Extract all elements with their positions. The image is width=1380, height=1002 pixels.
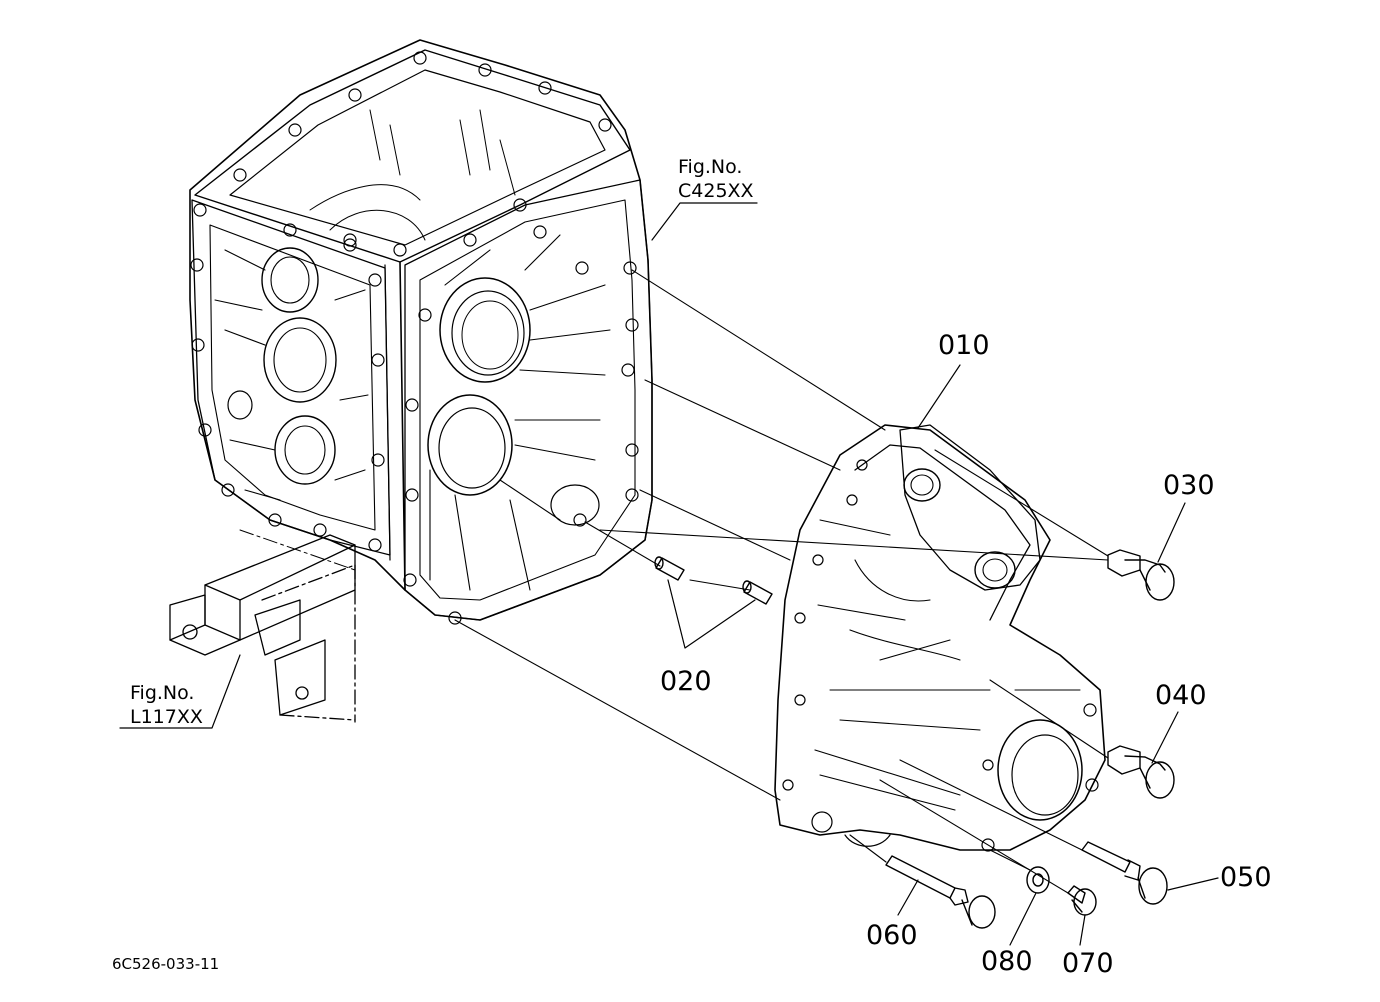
figure-ref-upper-line2: C425XX bbox=[678, 179, 754, 202]
drawing-code: 6C526-033-11 bbox=[112, 955, 220, 973]
transmission-case bbox=[189, 39, 653, 625]
mounting-bracket bbox=[169, 529, 356, 723]
bolt-030 bbox=[1107, 549, 1175, 601]
bolt-040 bbox=[1107, 745, 1175, 799]
figure-ref-upper-line1: Fig.No. bbox=[678, 156, 743, 178]
part-label-040: 040 bbox=[1155, 680, 1207, 711]
cover-housing bbox=[774, 424, 1106, 852]
part-label-010: 010 bbox=[938, 330, 990, 361]
alignment-lines bbox=[454, 269, 1109, 894]
figure-ref-upper: Fig.No. C425XX bbox=[678, 156, 754, 204]
figure-ref-lower-line1: Fig.No. bbox=[130, 682, 195, 704]
part-label-050: 050 bbox=[1220, 862, 1272, 893]
part-label-080: 080 bbox=[981, 946, 1033, 977]
part-label-060: 060 bbox=[866, 920, 918, 951]
leader-lines bbox=[119, 202, 1219, 946]
part-label-070: 070 bbox=[1062, 948, 1114, 979]
dowel-pin-right bbox=[742, 580, 773, 605]
bolt-050 bbox=[1081, 841, 1168, 905]
washer-080 bbox=[1026, 866, 1050, 894]
figure-ref-lower: Fig.No. L117XX bbox=[130, 682, 203, 730]
figure-ref-lower-line2: L117XX bbox=[130, 705, 203, 728]
part-label-030: 030 bbox=[1163, 470, 1215, 501]
bolt-070 bbox=[1067, 885, 1097, 916]
dowel-pin-left bbox=[654, 556, 685, 581]
bolt-060 bbox=[885, 855, 996, 929]
part-label-020: 020 bbox=[660, 666, 712, 697]
